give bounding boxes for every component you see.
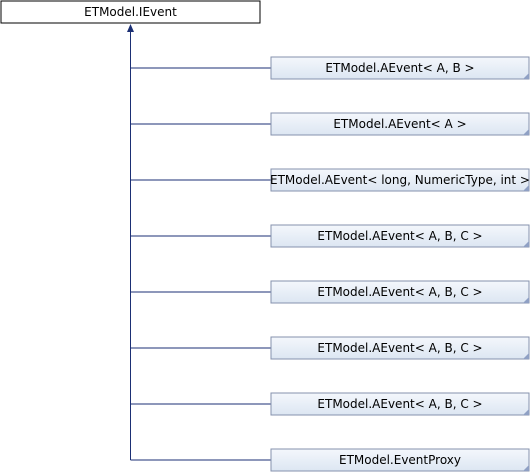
derived-class-label: ETModel.AEvent< A, B, C > bbox=[317, 229, 482, 243]
derived-class-node[interactable]: ETModel.AEvent< A, B, C > bbox=[270, 224, 530, 248]
derived-class-label: ETModel.AEvent< A, B, C > bbox=[317, 397, 482, 411]
inheritance-edges bbox=[127, 24, 271, 461]
derived-class-node[interactable]: ETModel.AEvent< A, B > bbox=[270, 56, 530, 80]
derived-class-node[interactable]: ETModel.AEvent< A > bbox=[270, 112, 530, 136]
corner-fold-icon bbox=[523, 353, 529, 359]
derived-class-box bbox=[270, 224, 530, 248]
derived-class-label: ETModel.AEvent< A, B, C > bbox=[317, 341, 482, 355]
inheritance-arrowhead bbox=[127, 24, 134, 32]
derived-class-node[interactable]: ETModel.AEvent< A, B, C > bbox=[270, 392, 530, 416]
derived-class-box bbox=[270, 392, 530, 416]
derived-class-label: ETModel.AEvent< A > bbox=[333, 117, 466, 131]
corner-fold-icon bbox=[523, 465, 529, 471]
derived-class-box bbox=[270, 448, 530, 472]
derived-class-node[interactable]: ETModel.AEvent< A, B, C > bbox=[270, 336, 530, 360]
derived-class-node[interactable]: ETModel.EventProxy bbox=[270, 448, 530, 472]
derived-class-label: ETModel.AEvent< long, NumericType, int > bbox=[270, 173, 530, 187]
derived-class-node[interactable]: ETModel.AEvent< long, NumericType, int > bbox=[270, 168, 530, 192]
corner-fold-icon bbox=[523, 297, 529, 303]
derived-classes: ETModel.AEvent< A, B > ETModel.AEvent< A … bbox=[270, 56, 530, 472]
derived-class-box bbox=[270, 56, 530, 80]
derived-class-box bbox=[270, 280, 530, 304]
base-class-label: ETModel.IEvent bbox=[84, 5, 177, 19]
derived-class-label: ETModel.EventProxy bbox=[339, 453, 461, 467]
base-class-node[interactable]: ETModel.IEvent bbox=[0, 0, 261, 24]
corner-fold-icon bbox=[523, 129, 529, 135]
derived-class-node[interactable]: ETModel.AEvent< A, B, C > bbox=[270, 280, 530, 304]
corner-fold-icon bbox=[523, 73, 529, 79]
derived-class-box bbox=[270, 112, 530, 136]
corner-fold-icon bbox=[523, 185, 529, 191]
corner-fold-icon bbox=[523, 241, 529, 247]
derived-class-box bbox=[270, 168, 530, 192]
corner-fold-icon bbox=[523, 409, 529, 415]
derived-class-label: ETModel.AEvent< A, B > bbox=[325, 61, 474, 75]
derived-class-box bbox=[270, 336, 530, 360]
derived-class-label: ETModel.AEvent< A, B, C > bbox=[317, 285, 482, 299]
